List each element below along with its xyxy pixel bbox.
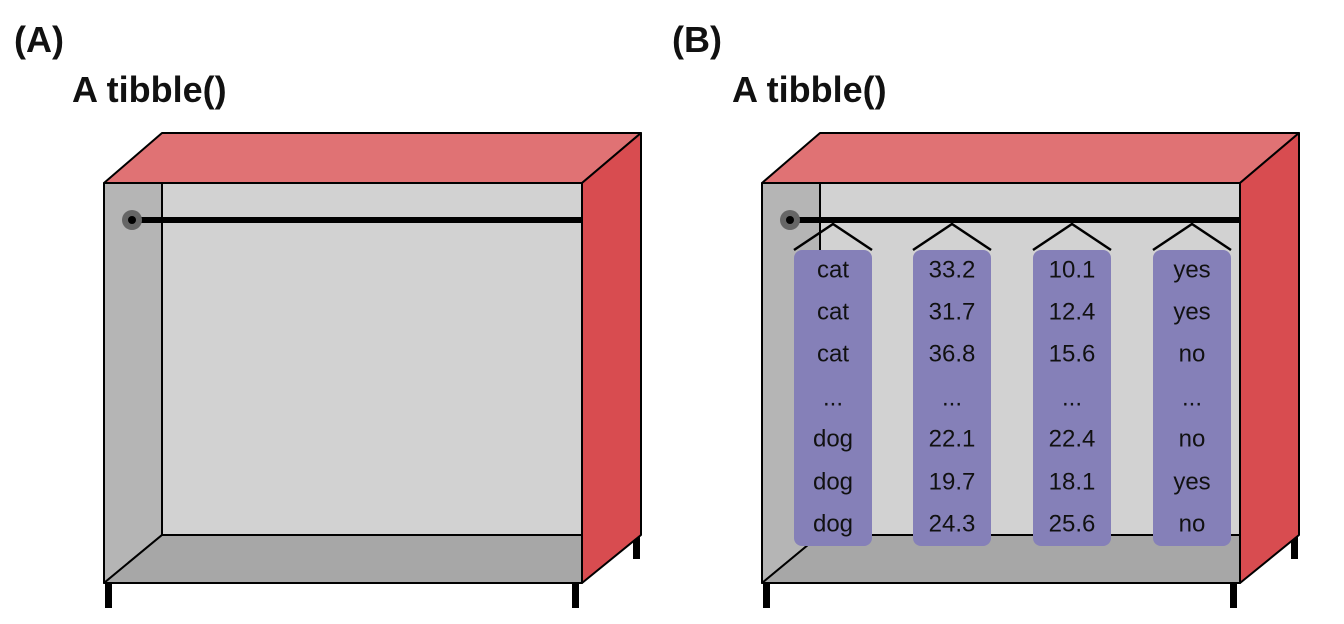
column-cell: cat	[817, 340, 849, 367]
rail-knob-center	[128, 216, 136, 224]
column-cell: 22.1	[929, 425, 976, 452]
column-cell: dog	[813, 425, 853, 452]
cabinet-side	[581, 132, 642, 584]
tibble-column	[1033, 250, 1111, 546]
column-cell: ...	[942, 384, 962, 411]
column-cell: yes	[1173, 468, 1210, 495]
panel-b-label: (B)	[672, 19, 722, 60]
column-cell: yes	[1173, 256, 1210, 283]
back-leg	[1291, 535, 1298, 559]
hanger	[912, 222, 992, 252]
panel-a-label: (A)	[14, 19, 64, 60]
tibble-column	[794, 250, 872, 546]
front-leg	[763, 584, 770, 608]
column-cell: 10.1	[1049, 256, 1096, 283]
cabinet-top	[103, 132, 642, 184]
column-cell: yes	[1173, 298, 1210, 325]
column-cell: 12.4	[1049, 298, 1096, 325]
column-cell: 36.8	[929, 340, 976, 367]
column-cell: no	[1179, 510, 1206, 537]
cabinet-side	[1239, 132, 1300, 584]
panel-a-title: A tibble()	[72, 69, 227, 110]
panel-b-title: A tibble()	[732, 69, 887, 110]
column-cell: ...	[823, 384, 843, 411]
front-leg	[572, 584, 579, 608]
column-cell: 25.6	[1049, 510, 1096, 537]
floor	[103, 534, 583, 584]
column-cell: cat	[817, 298, 849, 325]
column-cell: 19.7	[929, 468, 976, 495]
empty-tibble-wardrobe	[103, 132, 642, 608]
cabinet-top	[761, 132, 1300, 184]
filled-tibble-wardrobe: cat cat cat... dog dog dog 33.2 31.7 36.8... 22.1…	[761, 132, 1300, 608]
column-cell: 31.7	[929, 298, 976, 325]
back-wall	[161, 182, 583, 536]
front-leg	[105, 584, 112, 608]
hanger	[1152, 222, 1232, 252]
left-wall	[103, 182, 163, 584]
hanger	[1032, 222, 1112, 252]
front-leg	[1230, 584, 1237, 608]
tibble-column	[1153, 250, 1231, 546]
column-cell: ...	[1182, 384, 1202, 411]
column-cell: no	[1179, 425, 1206, 452]
column-cell: no	[1179, 340, 1206, 367]
column-cell: ...	[1062, 384, 1082, 411]
tibble-column	[913, 250, 991, 546]
column-cell: 18.1	[1049, 468, 1096, 495]
rail-knob-center	[786, 216, 794, 224]
back-leg	[633, 535, 640, 559]
column-cell: cat	[817, 256, 849, 283]
column-cell: 22.4	[1049, 425, 1096, 452]
column-cell: 33.2	[929, 256, 976, 283]
column-cell: 24.3	[929, 510, 976, 537]
hanger	[793, 222, 873, 252]
column-cell: dog	[813, 510, 853, 537]
column-cell: 15.6	[1049, 340, 1096, 367]
column-cell: dog	[813, 468, 853, 495]
